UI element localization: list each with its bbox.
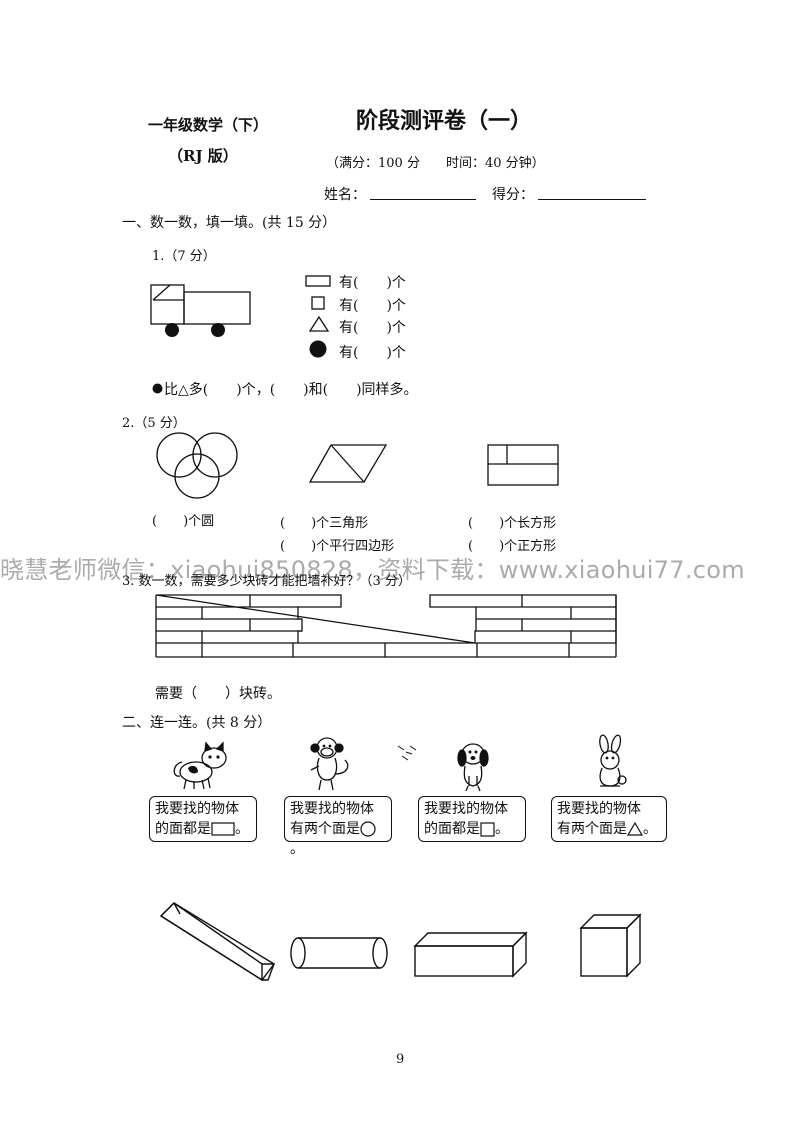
rectangle-count[interactable]: 有( )个: [339, 275, 406, 291]
filled-circle-icon: [309, 340, 327, 358]
triangular-prism-solid: [159, 902, 276, 981]
truck-figure: [150, 284, 251, 337]
bubble-line2: 有两个面是: [290, 821, 360, 837]
three-circles-figure: [156, 432, 238, 499]
section2-heading: 二、连一连。(共 8 分）: [122, 715, 272, 731]
triangle-icon: [308, 315, 330, 332]
name-blank[interactable]: [370, 199, 476, 200]
squares-count-blank[interactable]: ( )个正方形: [468, 539, 557, 554]
square-icon: [480, 821, 495, 837]
cylinder-solid: [290, 937, 388, 969]
speech-bubble-2: 我要找的物体 有两个面是。: [284, 796, 392, 857]
bubble-line1: 我要找的物体: [155, 801, 239, 817]
rectangle-icon: [211, 822, 235, 836]
bubble-line1: 我要找的物体: [557, 801, 641, 817]
bubble-line1: 我要找的物体: [290, 801, 374, 817]
cube-solid: [579, 913, 642, 978]
speech-bubble-4: 我要找的物体 有两个面是。: [551, 796, 667, 842]
name-label: 姓名：: [324, 187, 366, 203]
speech-bubble-3: 我要找的物体 的面都是。: [418, 796, 526, 842]
page-number: 9: [396, 1052, 405, 1067]
dog-illustration: [457, 743, 489, 792]
square-count[interactable]: 有( )个: [339, 298, 406, 314]
rectangles-figure: [487, 444, 559, 486]
page-title: 阶段测评卷（一）: [356, 108, 533, 134]
circle-count[interactable]: 有( )个: [339, 345, 406, 361]
brick-wall-figure: [155, 594, 617, 658]
section1-heading: 一、数一数，填一填。(共 15 分）: [122, 215, 337, 231]
parallelogram-figure: [308, 444, 388, 483]
triangles-count-blank[interactable]: ( )个三角形: [280, 516, 369, 531]
triangle-count[interactable]: 有( )个: [339, 320, 406, 336]
score-blank[interactable]: [538, 199, 646, 200]
subject-title: 一年级数学（下）: [148, 116, 269, 134]
q3-answer[interactable]: 需要（ ）块砖。: [155, 686, 281, 702]
rabbit-illustration: [599, 734, 627, 787]
score-label: 得分：: [492, 187, 534, 203]
score-time-info: （满分：100 分 时间：40 分钟）: [326, 156, 545, 171]
cat-illustration: [173, 741, 227, 790]
sparkle-marks: [397, 745, 417, 761]
monkey-illustration: [310, 737, 349, 791]
rectangles-count-blank[interactable]: ( )个长方形: [468, 516, 557, 531]
q1-label: 1.（7 分）: [152, 249, 216, 264]
q3-label: 3. 数一数，需要多少块砖才能把墙补好？（3 分）: [122, 574, 411, 589]
bubble-line1: 我要找的物体: [424, 801, 508, 817]
watermark: 晓慧老师微信：xiaohui850828，资料下载：www.xiaohui77.…: [0, 556, 745, 584]
bubble-line2: 的面都是: [155, 821, 211, 837]
circles-count-blank[interactable]: ( )个圆: [152, 514, 215, 529]
parallelograms-count-blank[interactable]: ( )个平行四边形: [280, 539, 395, 554]
speech-bubble-1: 我要找的物体 的面都是。: [149, 796, 257, 842]
edition-label: （RJ 版）: [168, 147, 238, 165]
bubble-line2: 的面都是: [424, 821, 480, 837]
compare-question[interactable]: 比△多( )个，( )和( )同样多。: [164, 382, 418, 398]
cuboid-solid: [413, 931, 528, 978]
square-icon: [311, 296, 325, 310]
filled-circle-icon: [152, 383, 163, 394]
bubble-line2: 有两个面是: [557, 821, 627, 837]
q2-label: 2.（5 分）: [122, 416, 186, 431]
triangle-icon: [626, 821, 644, 836]
circle-icon: [360, 821, 376, 837]
rectangle-icon: [305, 275, 331, 287]
